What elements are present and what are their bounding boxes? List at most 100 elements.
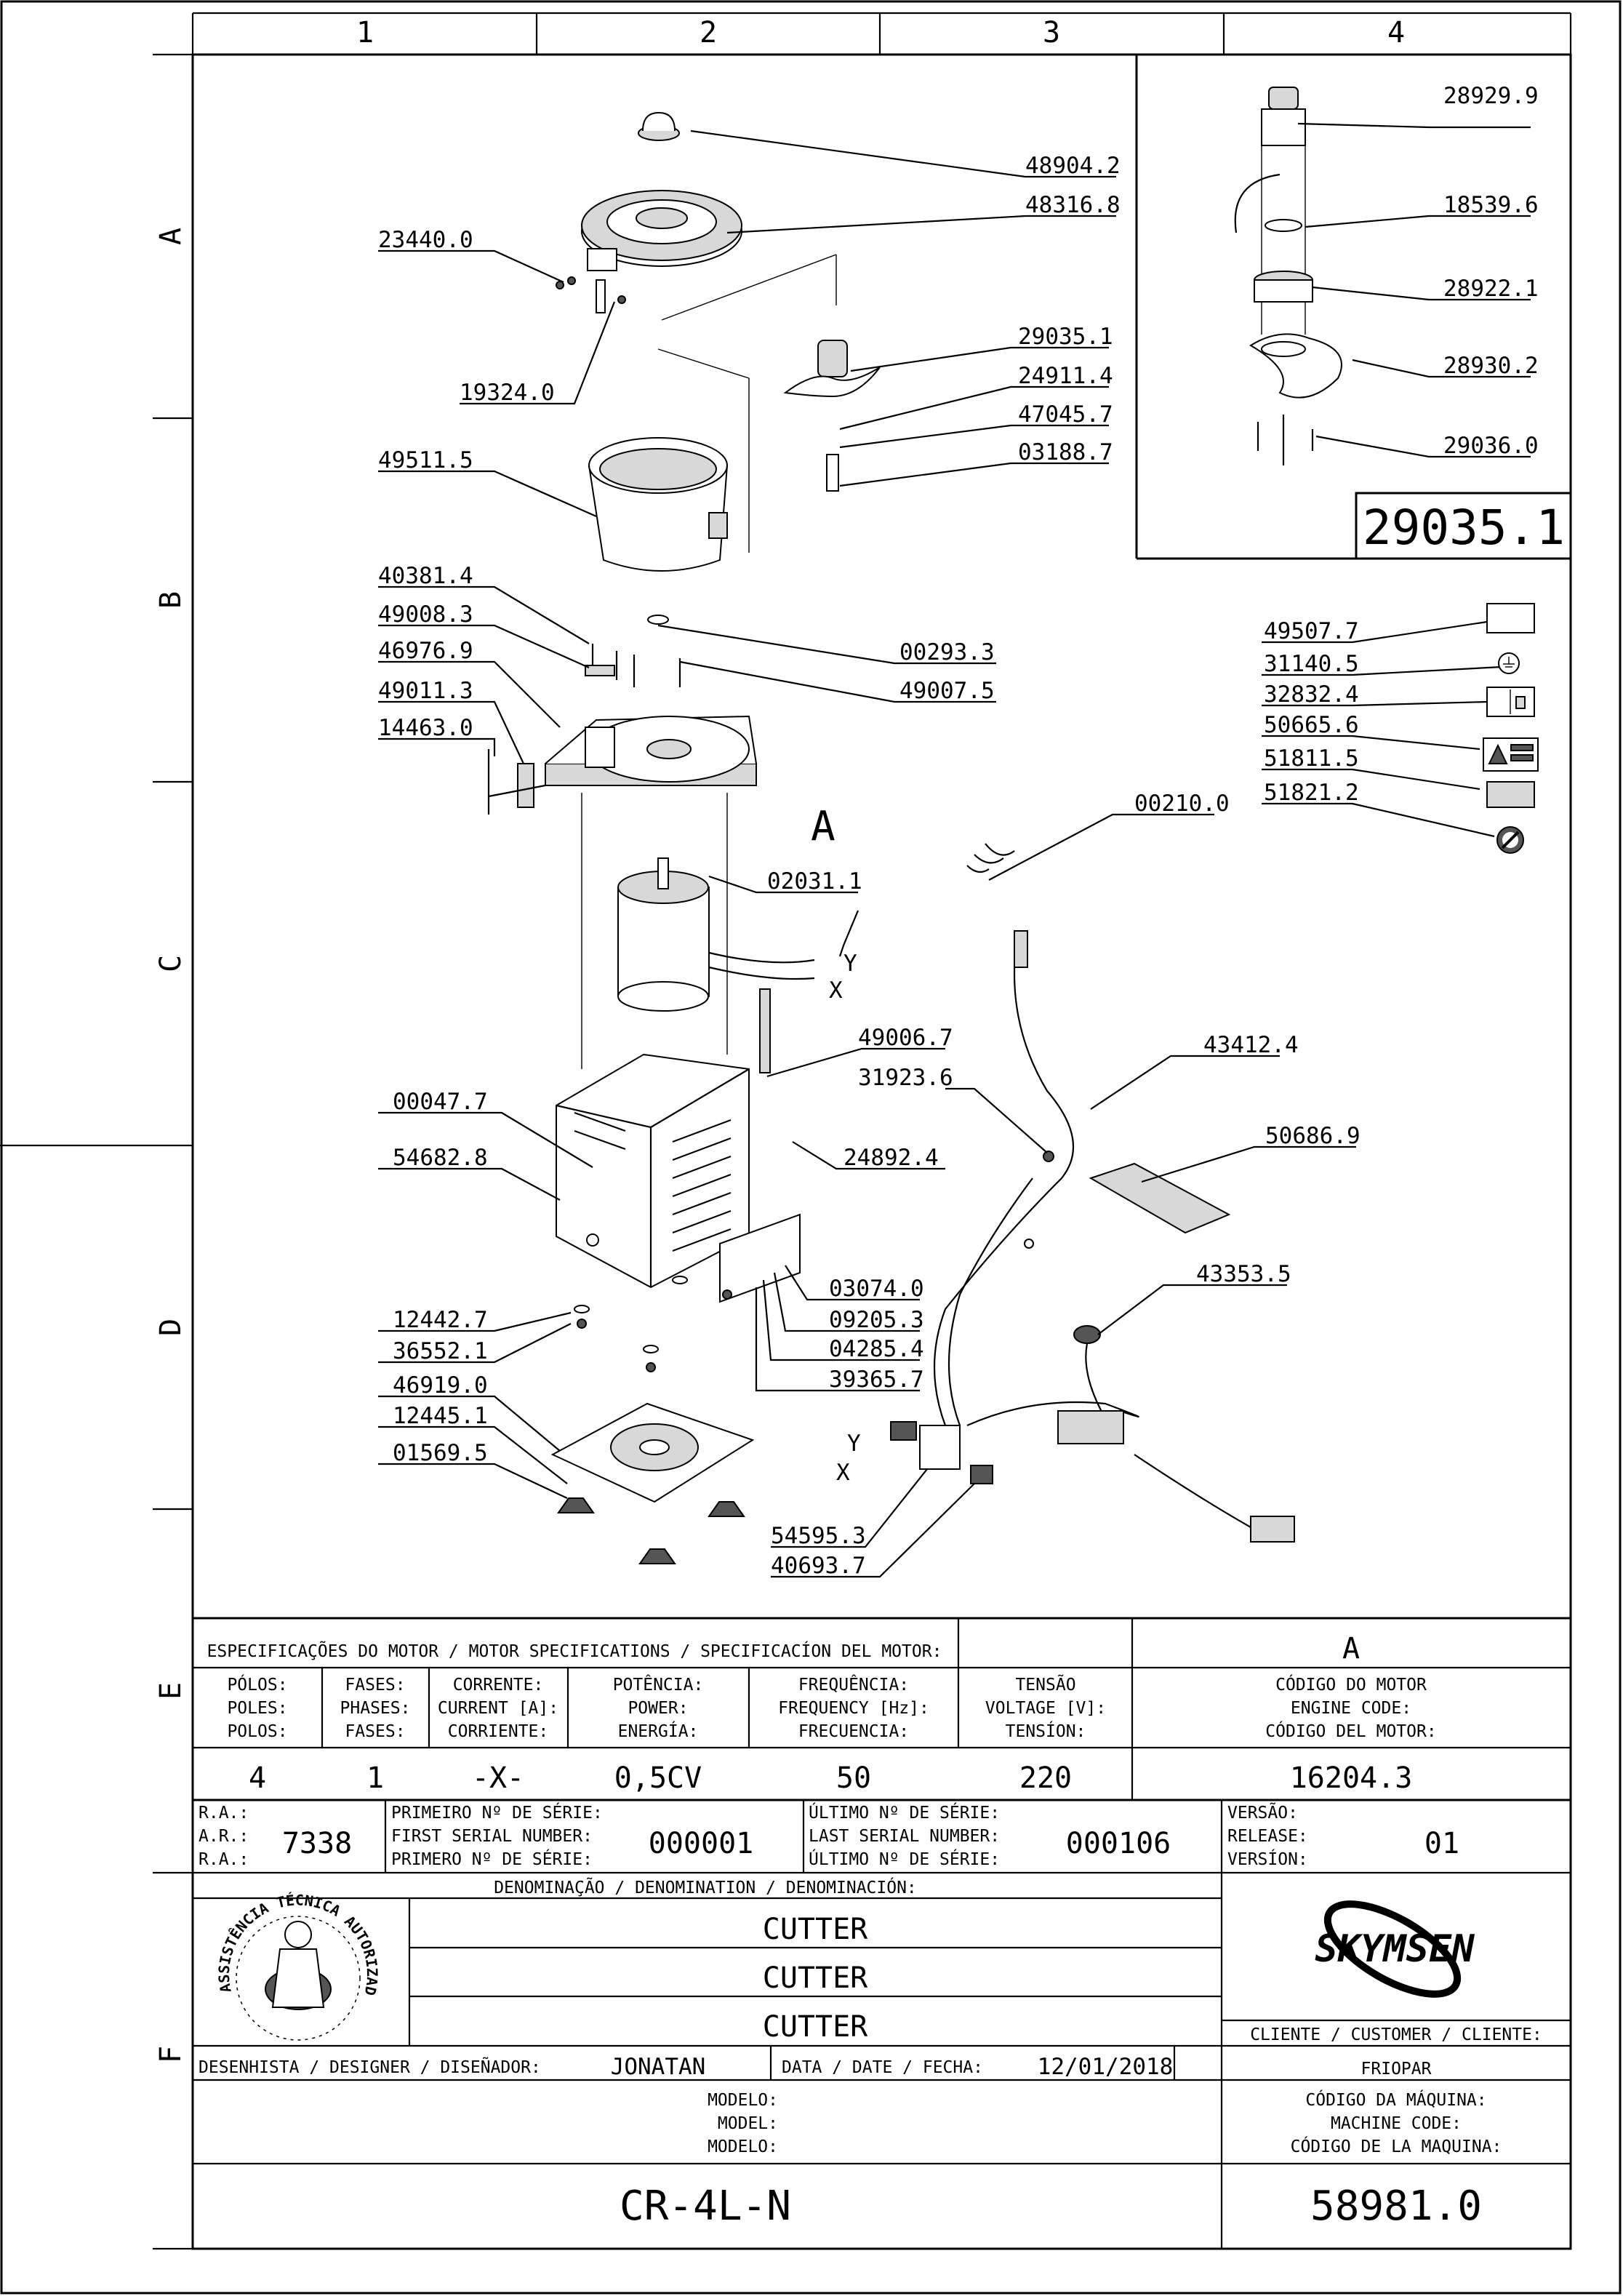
denomination-line-3: CUTTER (763, 2010, 868, 2044)
value-frequency: 50 (836, 1761, 871, 1795)
lid-screws (556, 276, 626, 313)
header-phases-es: FASES: (345, 1722, 405, 1741)
grid-col-4: 4 (1387, 16, 1405, 49)
callout-49006-7: 49006.7 (858, 1025, 953, 1051)
first-serial-label-3: PRIMERO Nº DE SÉRIE: (391, 1849, 593, 1869)
specs-motor-ref: A (1342, 1632, 1360, 1665)
hinge-part (487, 749, 546, 815)
prohibited-sign-icon (1496, 826, 1524, 854)
header-current-pt: CORRENTE: (453, 1676, 544, 1695)
callout-00293-3: 00293.3 (899, 639, 995, 665)
callout-36552-1: 36552.1 (393, 1338, 488, 1364)
callout-29035-1: 29035.1 (1018, 324, 1113, 350)
motor-part (617, 857, 815, 1073)
header-motor-code-en: ENGINE CODE: (1291, 1699, 1411, 1718)
value-poles: 4 (249, 1761, 266, 1795)
header-poles-en: POLES: (227, 1699, 287, 1718)
callout-39365-7: 39365.7 (829, 1367, 924, 1393)
callout-50686-9: 50686.9 (1265, 1123, 1360, 1149)
callout-31923-6: 31923.6 (858, 1065, 953, 1091)
callout-40693-7: 40693.7 (771, 1553, 866, 1579)
callout-49011-3: 49011.3 (378, 678, 473, 704)
header-power-es: ENERGÍA: (618, 1721, 699, 1741)
denomination-title: DENOMINAÇÃO / DENOMINATION / DENOMINACIÓ… (494, 1877, 917, 1897)
first-serial-value: 000001 (649, 1827, 754, 1860)
bowl-part (588, 437, 728, 572)
callout-54682-8: 54682.8 (393, 1145, 488, 1171)
sound-wave-mark (966, 843, 1015, 873)
version-label-2: RELEASE: (1227, 1827, 1308, 1846)
callout-46976-9: 46976.9 (378, 638, 473, 664)
lid-part (581, 190, 742, 271)
grid-column-labels: 1 2 3 4 (356, 16, 1405, 49)
brand-name: SKYMSEN (1315, 1927, 1475, 1971)
value-current: -X- (472, 1761, 524, 1795)
callout-49008-3: 49008.3 (378, 601, 473, 628)
top-screws (585, 644, 681, 687)
bottom-grille-part (550, 1402, 755, 1503)
callout-54595-3: 54595.3 (771, 1523, 866, 1549)
callout-40381-4: 40381.4 (378, 563, 473, 589)
manual-sticker-icon (1486, 687, 1535, 717)
value-motor-code: 16204.3 (1290, 1761, 1413, 1795)
ground-symbol-icon (1498, 652, 1520, 674)
designer-value: JONATAN (611, 2054, 706, 2080)
header-current-en: CURRENT [A]: (438, 1699, 558, 1718)
housing-part (556, 1053, 750, 1289)
callout-28929-9: 28929.9 (1443, 83, 1539, 109)
wire-label-x: X (829, 977, 843, 1004)
designer-label: DESENHISTA / DESIGNER / DISEÑADOR: (199, 2057, 541, 2077)
grid-row-e: E (154, 1682, 188, 1700)
callout-43353-5: 43353.5 (1196, 1261, 1291, 1287)
ra-label-2: A.R.: (199, 1827, 249, 1846)
blade-part (783, 340, 881, 492)
callout-24911-4: 24911.4 (1018, 363, 1113, 389)
version-value: 01 (1424, 1827, 1459, 1860)
callout-51811-5: 51811.5 (1264, 745, 1359, 772)
warning-sticker-icon (1483, 737, 1539, 772)
header-current-es: CORRIENTE: (448, 1722, 548, 1741)
callout-04285-4: 04285.4 (829, 1336, 924, 1362)
callout-51821-2: 51821.2 (1264, 780, 1359, 806)
header-power-pt: POTÊNCIA: (613, 1674, 704, 1695)
rubber-feet (557, 1497, 745, 1564)
callout-49507-7: 49507.7 (1264, 618, 1359, 644)
header-poles-pt: PÓLOS: (227, 1674, 287, 1695)
machine-code-value: 58981.0 (1310, 2183, 1482, 2230)
grid-row-a: A (154, 228, 188, 245)
version-label-3: VERSÍON: (1227, 1849, 1308, 1869)
specs-title: ESPECIFICAÇÕES DO MOTOR / MOTOR SPECIFIC… (207, 1640, 942, 1661)
specs-values: 4 1 -X- 0,5CV 50 220 16204.3 (249, 1761, 1412, 1795)
motor-marker-a: A (811, 803, 835, 850)
callout-14463-0: 14463.0 (378, 715, 473, 741)
callout-29036-0: 29036.0 (1443, 433, 1539, 459)
date-label: DATA / DATE / FECHA: (782, 2058, 983, 2077)
callout-23440-0: 23440.0 (378, 227, 473, 253)
callout-01569-5: 01569.5 (393, 1440, 488, 1466)
last-serial-label-1: ÚLTIMO Nº DE SÉRIE: (809, 1802, 1000, 1823)
model-label-3: MODELO: (708, 2137, 778, 2156)
wire-label-x-2: X (836, 1460, 850, 1486)
value-power: 0,5CV (614, 1761, 702, 1795)
callout-18539-6: 18539.6 (1443, 192, 1539, 218)
denomination-line-1: CUTTER (763, 1913, 868, 1946)
callout-02031-1: 02031.1 (767, 868, 862, 895)
sticker-plate (1486, 603, 1535, 633)
stickers-group: 49507.7 31140.5 32832.4 50665.6 51811.5 … (1262, 603, 1539, 854)
first-serial-label-2: FIRST SERIAL NUMBER: (391, 1827, 593, 1846)
callout-46919-0: 46919.0 (393, 1372, 488, 1399)
leader-lines (378, 129, 1356, 1578)
callout-50665-6: 50665.6 (1264, 712, 1359, 738)
feet-hardware (574, 1276, 732, 1372)
authorized-assistance-seal: ASSISTÊNCIA TÉCNICA AUTORIZADA (0, 0, 381, 2041)
label-plate-part (719, 1213, 801, 1303)
callout-48904-2: 48904.2 (1025, 153, 1121, 179)
grid-col-1: 1 (356, 16, 374, 49)
header-voltage-es: TENSÍON: (1006, 1721, 1086, 1741)
cable-channel-part (1089, 1162, 1231, 1234)
header-power-en: POWER: (628, 1699, 688, 1718)
header-motor-code-pt: CÓDIGO DO MOTOR (1275, 1674, 1427, 1695)
blade-detail-box: 29035.1 28929.9 18539.6 28922.1 28930.2 … (1135, 55, 1572, 560)
